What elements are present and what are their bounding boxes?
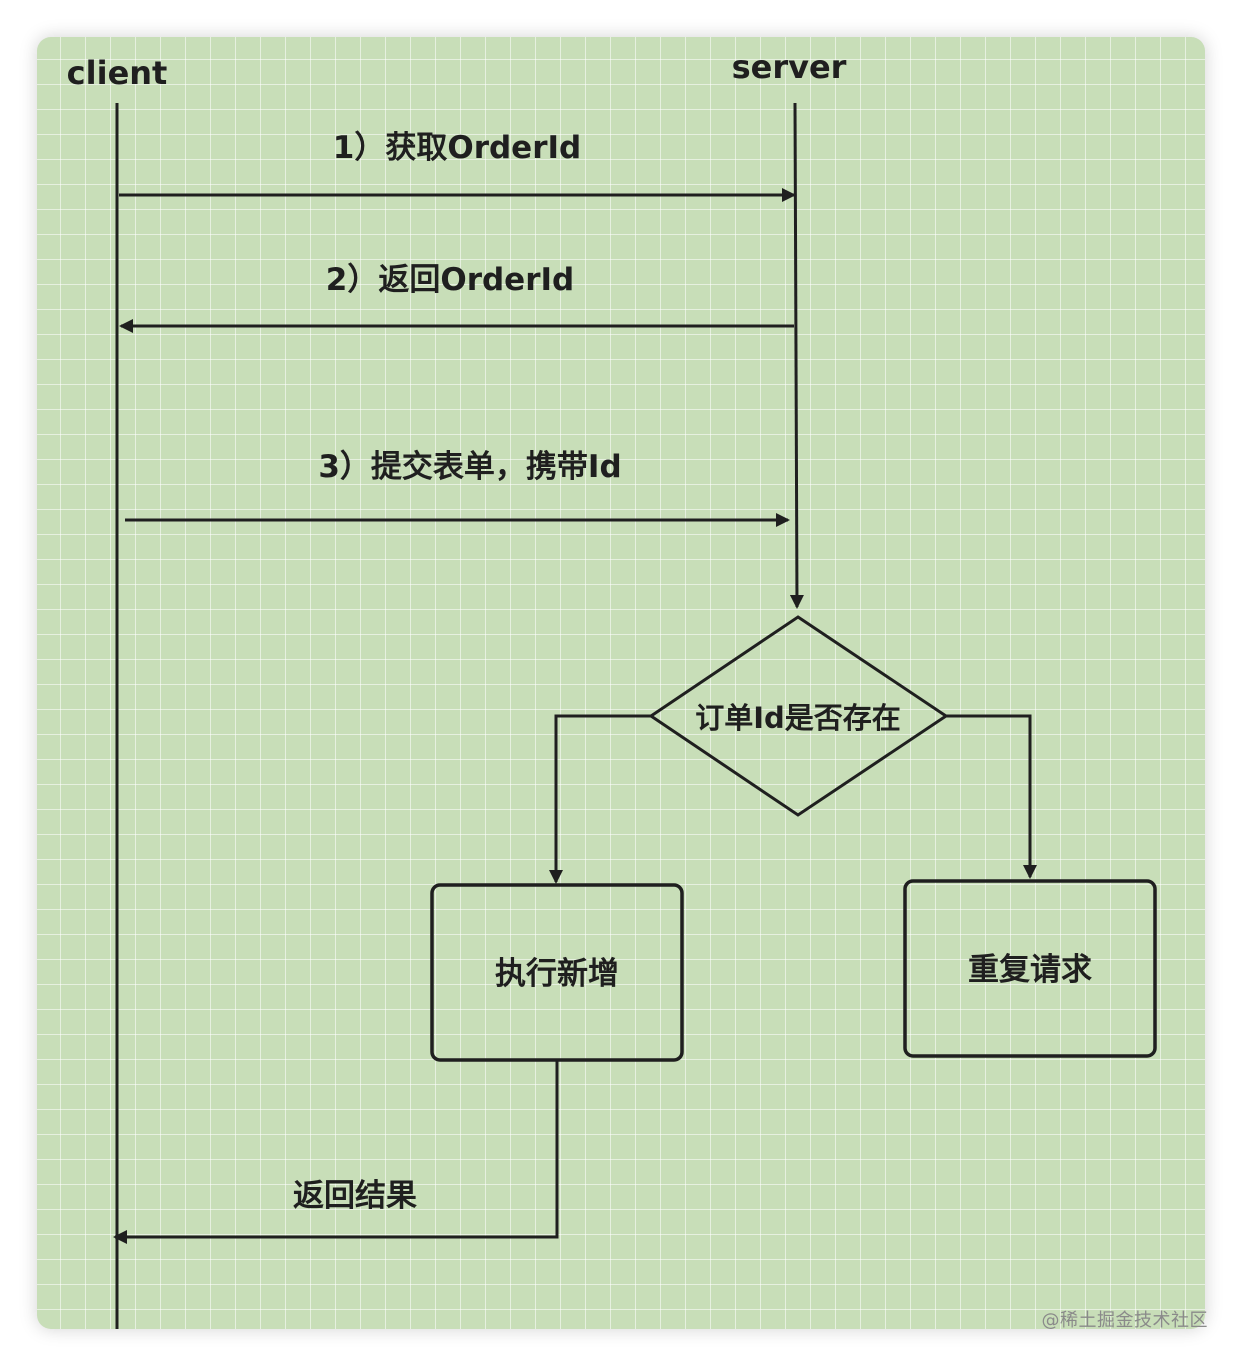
message-2-label: 2）返回OrderId [326,262,574,298]
decision-diamond [648,615,949,817]
execute-box-label: 执行新增 [495,956,619,992]
client-actor-label: client [67,54,168,92]
return-result-label: 返回结果 [293,1178,417,1214]
server-actor-label: server [732,48,847,86]
branch-left-arrow [549,714,651,884]
duplicate-box [903,879,1157,1058]
return-result-arrow [113,1060,559,1244]
message-3-label: 3）提交表单，携带Id [318,449,621,485]
duplicate-box-label: 重复请求 [968,952,1092,988]
message-1-label: 1）获取OrderId [333,130,581,166]
branch-right-arrow [946,714,1037,879]
decision-label: 订单Id是否存在 [695,701,901,735]
server-lifeline [789,102,804,609]
watermark: @稀土掘金技术社区 [1041,1310,1208,1331]
diagram-canvas [37,37,1205,1329]
